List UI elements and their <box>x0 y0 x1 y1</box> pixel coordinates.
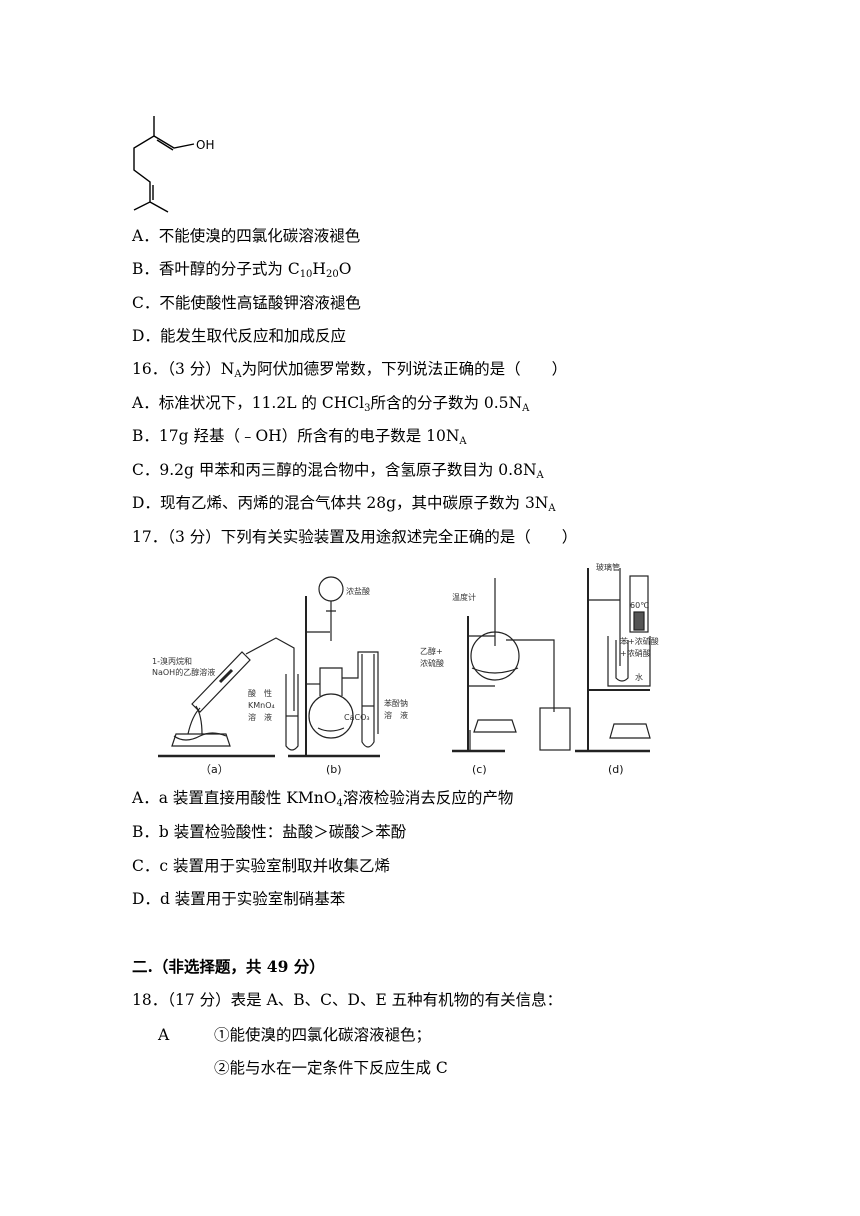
q15-option-d: D．能发生取代反应和加成反应 <box>132 327 346 345</box>
q17-option-a: A．a 装置直接用酸性 KMnO4溶液检验消去反应的产物 <box>132 789 514 809</box>
q16-option-c: C．9.2g 甲苯和丙三醇的混合物中，含氢原子数目为 0.8NA <box>132 461 544 481</box>
q18-row-label: A <box>158 1026 170 1044</box>
apparatus-d <box>575 568 651 753</box>
label-a-tube-1: 酸 性 <box>248 688 272 698</box>
label-b-tube-2: 溶 液 <box>384 710 408 720</box>
q18-row-item-1: ①能使溴的四氯化碳溶液褪色； <box>214 1026 432 1044</box>
q18-row-item-2: ②能与水在一定条件下反应生成 C <box>214 1059 448 1077</box>
label-c-thermometer: 温度计 <box>452 592 476 602</box>
label-b-funnel: 浓盐酸 <box>346 586 370 596</box>
caption-d: (d) <box>608 763 624 776</box>
label-a-tube-3: 溶 液 <box>248 712 272 722</box>
apparatus-a <box>158 637 299 758</box>
hydroxyl-label: OH <box>196 138 214 152</box>
q15-option-b: B．香叶醇的分子式为 C10H20O <box>132 260 352 280</box>
label-a-reagent-2: NaOH的乙醇溶液 <box>152 667 215 677</box>
q17-stem: 17．（3 分）下列有关实验装置及用途叙述完全正确的是（ ） <box>132 528 578 546</box>
label-c-reagent-2: 浓硫酸 <box>420 658 444 668</box>
q15-option-c: C．不能使酸性高锰酸钾溶液褪色 <box>132 294 361 312</box>
geraniol-structure: OH <box>133 116 214 213</box>
label-c-reagent-1: 乙醇+ <box>420 646 443 656</box>
q17-option-d: D．d 装置用于实验室制硝基苯 <box>132 890 346 908</box>
q17-option-c: C．c 装置用于实验室制取并收集乙烯 <box>132 857 390 875</box>
q18-stem: 18．（17 分）表是 A、B、C、D、E 五种有机物的有关信息： <box>132 991 563 1009</box>
label-a-tube-2: KMnO₄ <box>248 701 275 710</box>
caption-b: (b) <box>326 763 342 776</box>
label-d-mix-1: 苯+浓硫酸 <box>620 636 659 646</box>
q16-option-a: A．标准状况下，11.2L 的 CHCl3所含的分子数为 0.5NA <box>132 394 530 414</box>
label-d-glass-tube: 玻璃管 <box>596 562 620 572</box>
section-2-title: 二.（非选择题，共 49 分） <box>132 957 325 976</box>
caption-c: (c) <box>472 763 487 776</box>
q16-option-b: B．17g 羟基（﹣OH）所含有的电子数是 10NA <box>132 427 467 447</box>
apparatus-b <box>288 576 380 758</box>
apparatus-c <box>452 578 571 753</box>
label-b-tube-1: 苯酚钠 <box>384 698 408 708</box>
label-d-mix-2: +浓硝酸 <box>620 648 651 658</box>
label-d-temperature: 60℃ <box>630 601 649 610</box>
caption-a: （a） <box>200 763 229 776</box>
q16-option-d: D．现有乙烯、丙烯的混合气体共 28g，其中碳原子数为 3NA <box>132 494 556 514</box>
q16-stem: 16．（3 分）NA为阿伏加德罗常数，下列说法正确的是（ ） <box>132 360 568 380</box>
q17-option-b: B．b 装置检验酸性：盐酸＞碳酸＞苯酚 <box>132 823 407 841</box>
label-d-water: 水 <box>635 672 643 682</box>
label-a-reagent-1: 1-溴丙烷和 <box>152 656 192 666</box>
apparatus-figure: 1-溴丙烷和 NaOH的乙醇溶液 酸 性 KMnO₄ 溶 液 浓盐酸 CaCO₃… <box>152 562 659 776</box>
label-b-flask: CaCO₃ <box>344 713 370 722</box>
q15-option-a: A．不能使溴的四氯化碳溶液褪色 <box>132 227 361 245</box>
